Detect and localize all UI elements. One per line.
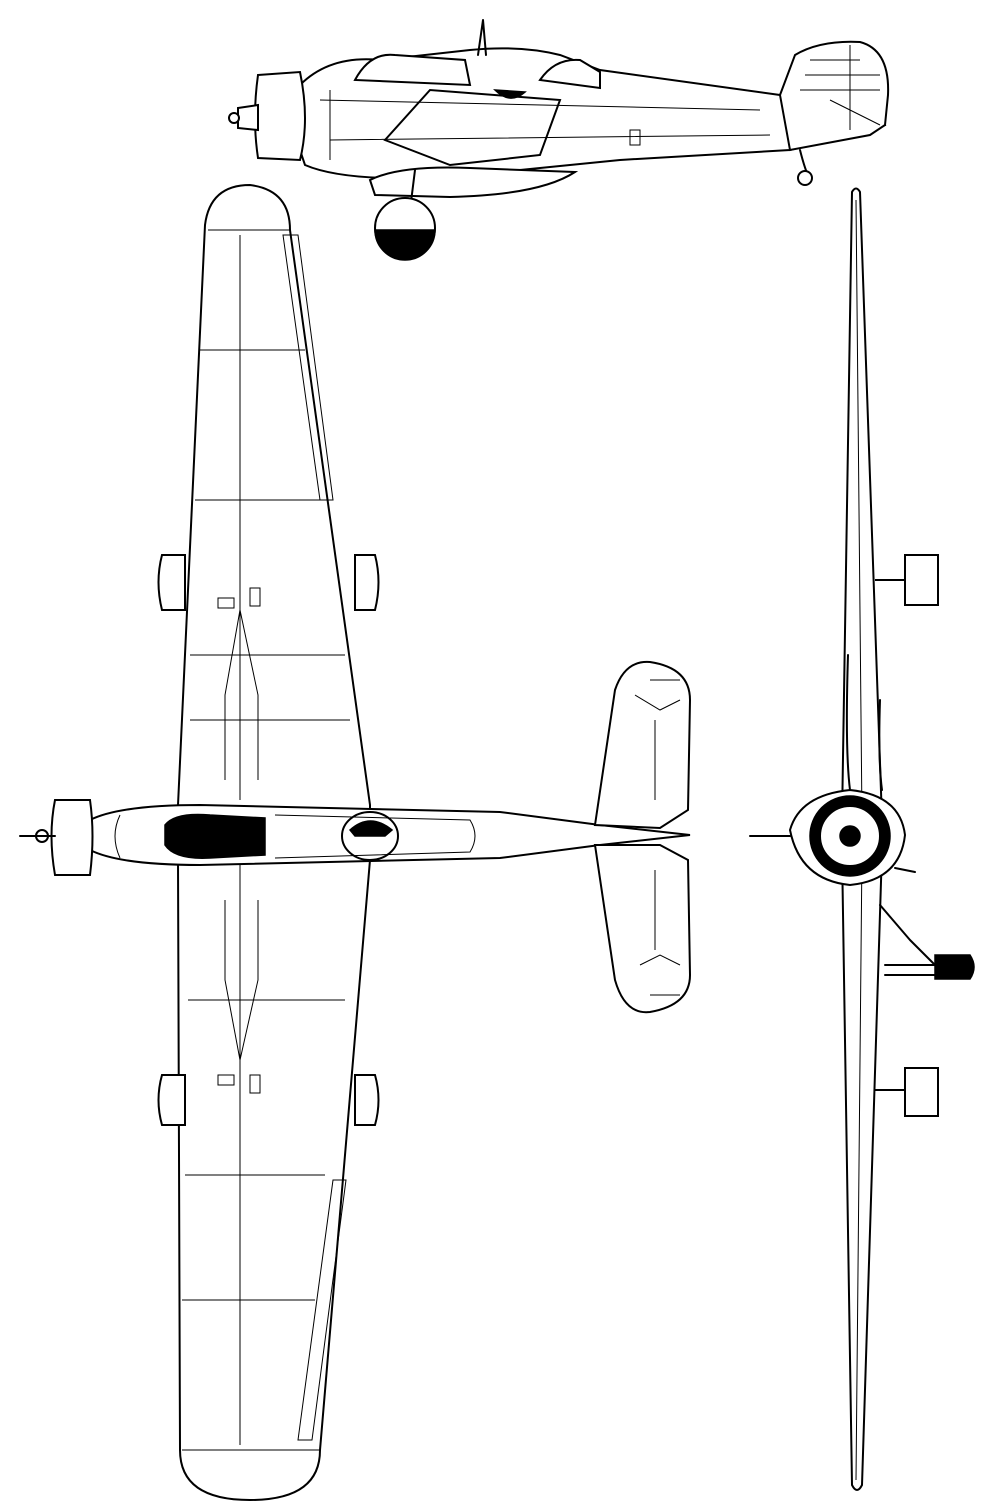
side-tailwheel-wheel <box>797 170 813 186</box>
side-spinner-tip <box>228 112 240 124</box>
front-view <box>749 187 975 1491</box>
top-aileron-upper <box>282 234 334 501</box>
top-tailplane-upper <box>593 660 692 830</box>
side-spinner <box>237 103 259 132</box>
top-cockpit-rear-detail <box>348 820 394 837</box>
side-exhaust <box>493 89 527 99</box>
top-drop-tank-lower <box>157 1074 380 1126</box>
side-panel-lines <box>319 90 771 160</box>
front-gear-strut <box>879 904 941 976</box>
top-wing-panel-lines <box>182 235 350 1445</box>
front-wheel <box>934 954 975 980</box>
top-hatch-marks <box>217 587 261 1094</box>
front-drop-tank-upper <box>875 554 939 606</box>
top-aileron-lower <box>297 1179 347 1441</box>
side-canopy-rear <box>538 58 601 90</box>
top-fuselage-lines <box>114 814 476 859</box>
front-wing-centerline <box>855 199 863 1481</box>
front-tail-stub <box>894 867 916 873</box>
side-tail-fin <box>778 40 890 152</box>
top-wing-tip-lines <box>182 229 320 1451</box>
top-cockpit-front <box>164 813 266 859</box>
side-wheel-lower <box>374 229 436 261</box>
side-antenna-mast <box>477 19 487 56</box>
side-wing-root <box>383 88 562 167</box>
front-canopy <box>845 654 883 791</box>
top-drop-tank-upper <box>157 554 380 611</box>
side-fairing <box>368 166 579 199</box>
top-cowling <box>50 799 94 876</box>
front-spinner <box>839 825 861 847</box>
front-drop-tank-lower <box>875 1067 939 1117</box>
top-view <box>19 183 692 1502</box>
top-tailplane-lower <box>593 844 692 1014</box>
top-elevator-lines <box>634 679 681 996</box>
side-cowling <box>254 70 306 162</box>
side-canopy-front <box>353 53 472 87</box>
side-view <box>228 19 890 261</box>
side-rudder-lines <box>800 45 881 130</box>
